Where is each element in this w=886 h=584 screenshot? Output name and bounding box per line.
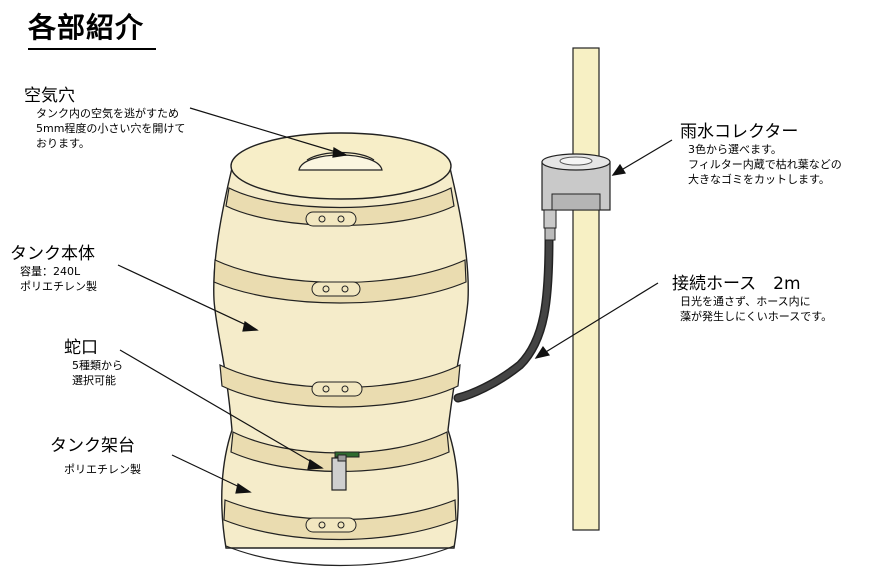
label-faucet-heading: 蛇口 xyxy=(64,338,98,358)
label-connection-hose: 接続ホース 2m 日光を通さず、ホース内に 藻が発生しにくいホースです。 xyxy=(672,274,832,324)
label-air-hole-heading: 空気穴 xyxy=(24,86,75,106)
rain-collector xyxy=(541,153,611,229)
label-tank-body: タンク本体 容量：240L ポリエチレン製 xyxy=(10,244,97,294)
label-air-hole: 空気穴 タンク内の空気を逃がすため 5mm程度の小さい穴を開けて おります。 xyxy=(24,86,185,151)
label-connection-hose-desc-1: 日光を通さず、ホース内に xyxy=(680,295,811,308)
label-rain-collector-heading: 雨水コレクター xyxy=(680,122,799,142)
label-rain-collector-desc-3: 大きなゴミをカットします。 xyxy=(688,173,830,186)
label-tank-stand-desc-1: ポリエチレン製 xyxy=(64,463,141,476)
label-air-hole-desc-1: タンク内の空気を逃がすため xyxy=(36,107,179,120)
band-rivets xyxy=(305,211,363,533)
label-faucet-desc-2: 選択可能 xyxy=(72,374,116,387)
label-faucet-desc-1: 5種類から xyxy=(72,359,123,372)
label-air-hole-desc-3: おります。 xyxy=(36,137,90,150)
label-tank-body-desc-2: ポリエチレン製 xyxy=(20,280,97,293)
label-connection-hose-heading: 接続ホース 2m xyxy=(672,274,801,294)
label-rain-collector-desc-2: フィルター内蔵で枯れ葉などの xyxy=(688,158,842,171)
label-tank-body-heading: タンク本体 xyxy=(10,244,95,264)
label-tank-stand-heading: タンク架台 xyxy=(50,436,135,456)
label-connection-hose-desc-2: 藻が発生しにくいホースです。 xyxy=(680,310,833,323)
leader-lines xyxy=(117,107,673,494)
label-rain-collector: 雨水コレクター 3色から選べます。 フィルター内蔵で枯れ葉などの 大きなゴミをカ… xyxy=(680,122,842,187)
label-tank-stand: タンク架台 ポリエチレン製 xyxy=(50,436,141,477)
label-tank-body-desc-1: 容量：240L xyxy=(20,265,81,278)
label-rain-collector-desc-1: 3色から選べます。 xyxy=(688,143,782,156)
label-air-hole-desc-2: 5mm程度の小さい穴を開けて xyxy=(36,122,186,135)
barrel-bands xyxy=(213,187,467,567)
label-faucet: 蛇口 5種類から 選択可能 xyxy=(64,338,123,388)
faucet xyxy=(331,451,360,491)
downpipe xyxy=(572,47,600,531)
page-title: 各部紹介 xyxy=(28,6,156,50)
